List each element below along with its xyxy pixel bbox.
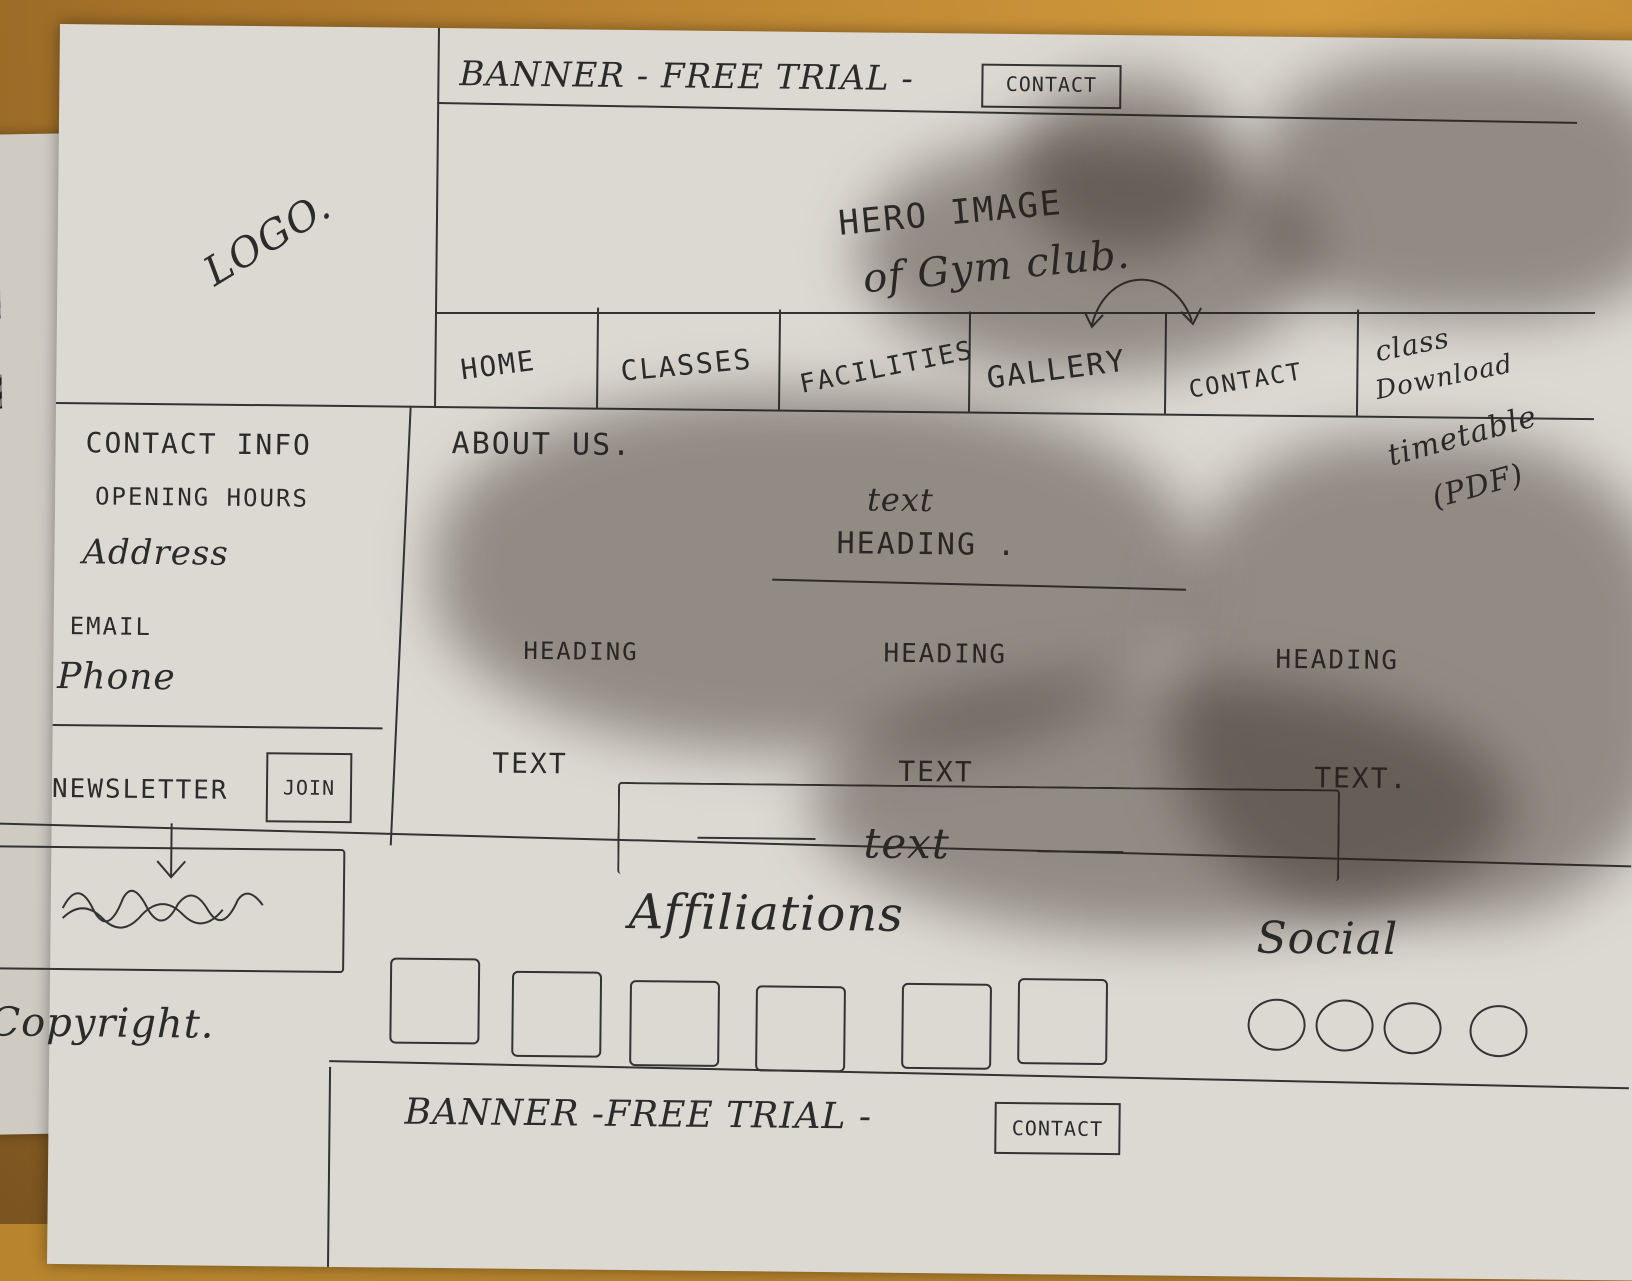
heading-underline [772,578,1187,591]
bottom-banner-contact-button[interactable]: CONTACT [994,1101,1121,1156]
top-banner-text: BANNER - FREE TRIAL - [459,54,915,99]
wireframe-sketch-sheet: BANNER - FREE TRIAL - CONTACT LOGO. HERO… [0,24,1632,1281]
copyright-text: Copyright. [0,999,215,1048]
nav-facilities[interactable]: FACILITIES [797,335,977,400]
column-heading: HEADING [883,638,1008,670]
social-heading: Social [1256,912,1399,966]
hand-shadow [1257,56,1632,321]
affiliation-logo-placeholder [389,957,481,1045]
nav-top-line [435,312,1596,315]
bottom-banner-text: BANNER -FREE TRIAL - [404,1091,873,1138]
affiliation-logo-placeholder [629,980,721,1067]
social-icon-placeholder[interactable] [1247,998,1306,1052]
nav-divider [596,307,600,408]
column-text: TEXT [898,754,974,789]
nav-divider [1355,309,1360,416]
text-heading-line2: HEADING . [836,526,1018,564]
column-heading: HEADING [1275,644,1400,677]
column-heading: HEADING [523,636,639,667]
social-icon-placeholder[interactable] [1469,1004,1528,1058]
newsletter-join-button[interactable]: JOIN [265,752,353,824]
hero-title: HERO IMAGE [836,182,1065,244]
sidebar-divider [52,723,383,730]
swap-arrow-icon [1084,278,1202,329]
sidebar-phone: Phone [56,656,176,699]
about-us-heading: ABOUT US. [451,426,633,464]
scribbled-text-icon [61,889,264,929]
social-icon-placeholder[interactable] [1383,1001,1442,1055]
notebook-ring [0,284,1,319]
bottom-left-divider [326,1066,332,1267]
sidebar-opening-hours: OPENING HOURS [94,482,310,513]
sidebar-email: EMAIL [69,612,153,641]
sidebar-right-line [389,405,412,846]
logo-placeholder: LOGO. [195,183,340,296]
nav-contact[interactable]: CONTACT [1186,357,1306,404]
sidebar-top-line [56,401,437,408]
affiliations-heading: Affiliations [628,884,905,943]
affiliation-logo-placeholder [511,970,603,1058]
nav-home[interactable]: HOME [458,343,538,387]
affiliation-logo-placeholder [755,985,846,1073]
notebook-ring [0,374,3,409]
sidebar-address: Address [82,532,230,574]
social-icon-placeholder[interactable] [1315,999,1374,1052]
sidebar-contact-info: CONTACT INFO [85,426,313,462]
affiliation-logo-placeholder [1017,978,1109,1066]
newsletter-label: NEWSLETTER [51,773,229,806]
scribbled-logo-box [0,845,346,974]
callout-box [617,781,1341,882]
callout-text: text [863,818,951,869]
top-banner-contact-button[interactable]: CONTACT [981,63,1122,110]
nav-classes[interactable]: CLASSES [619,342,754,388]
left-column-divider [434,27,440,408]
text-heading-line1: text [866,480,934,520]
download-line-1[interactable]: class [1372,321,1453,369]
nav-divider [778,309,782,410]
arrow-down-icon [156,823,186,879]
affiliation-logo-placeholder [901,982,993,1070]
column-text: TEXT [492,746,568,781]
download-line-4[interactable]: (PDF) [1428,457,1528,516]
nav-gallery[interactable]: GALLERY [984,343,1129,397]
nav-bottom-line [434,405,1594,421]
